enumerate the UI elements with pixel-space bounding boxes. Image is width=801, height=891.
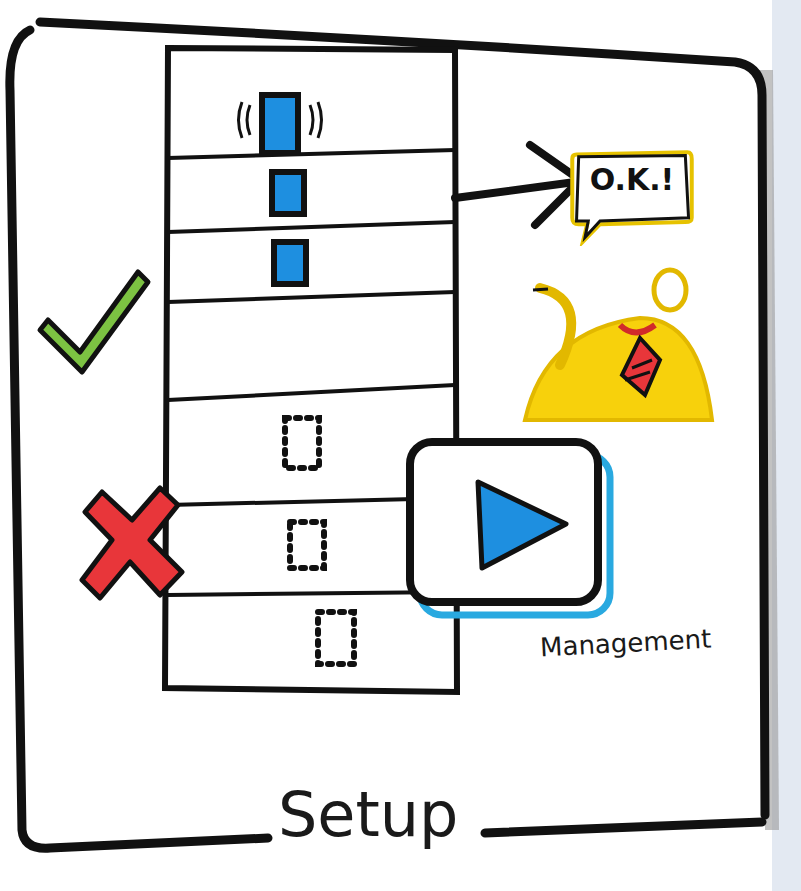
- frame-border: [485, 822, 762, 833]
- frame-border: [40, 22, 765, 815]
- person-collar: [620, 325, 655, 333]
- handwritten-label: Management: [539, 624, 712, 663]
- person-tie: [622, 338, 660, 395]
- person-hand: [533, 289, 548, 290]
- pending-items: [285, 418, 354, 664]
- speech-text: O.K.!: [568, 162, 696, 197]
- play-triangle: [478, 482, 566, 568]
- tie-stripes: [625, 360, 652, 380]
- check-mark: [40, 272, 148, 372]
- arrow-line: [455, 182, 575, 198]
- frame-caption: Setup: [278, 778, 458, 851]
- cross-mark: [82, 488, 182, 598]
- vibration-marks: [239, 102, 322, 138]
- active-item: [262, 95, 298, 153]
- person-arm: [540, 288, 571, 365]
- done-item: [274, 242, 306, 284]
- person-body: [525, 318, 712, 420]
- speech-bubble: O.K.!: [568, 148, 696, 246]
- person-head: [654, 270, 686, 310]
- done-item: [272, 172, 304, 214]
- play-button: [410, 442, 598, 602]
